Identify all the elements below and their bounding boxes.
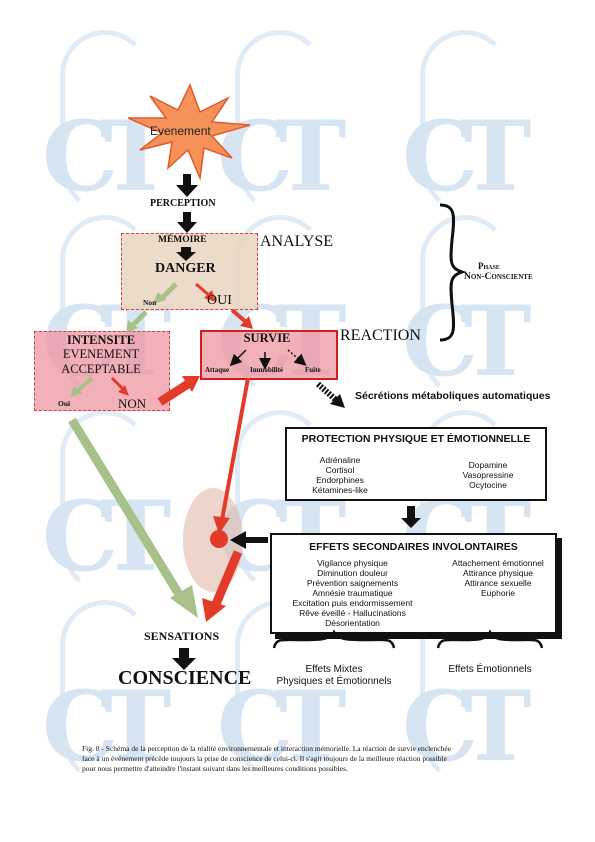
- arrow-non-survie: [157, 380, 191, 406]
- effets-right-list: Attachement émotionnel Attirance physiqu…: [448, 558, 548, 598]
- protection-item: Adrénaline: [319, 455, 361, 465]
- fuite-label: Fuite: [305, 366, 321, 374]
- protection-item: Endorphines: [316, 475, 364, 485]
- immobilite-label: Immobilité: [250, 366, 284, 374]
- effets-mixtes-line: Effets Mixtes: [305, 664, 363, 675]
- conscience-label: CONSCIENCE: [118, 667, 252, 689]
- arrow-sensations-conscience: [172, 648, 196, 670]
- non-big-label: NON: [118, 396, 147, 411]
- phase-label-1: Phase: [478, 261, 500, 271]
- caption-line: face à un événement précède toujours la …: [82, 754, 447, 763]
- phase-label-2: Non-Consciente: [464, 272, 533, 282]
- protection-title: PROTECTION PHYSIQUE ET ÉMOTIONNELLE: [301, 433, 531, 445]
- caption-line: Fig. 8 - Schéma de la perception de la r…: [82, 744, 452, 753]
- phase-brace: [439, 203, 467, 342]
- evenement2-label: EVENEMENT: [62, 347, 140, 361]
- memoire-label: MÉMOIRE: [158, 235, 207, 245]
- protection-right-list: Dopamine Vasopressine Ocytocine: [448, 460, 528, 490]
- memoire-box: [121, 233, 258, 310]
- evenement-label: Evenement: [150, 124, 211, 138]
- effets-item: Euphorie: [480, 588, 516, 598]
- effets-item: Attachement émotionnel: [452, 558, 544, 568]
- sensations-label: SENSATIONS: [144, 629, 220, 643]
- effets-item: Vigilance physique: [317, 558, 388, 568]
- arrow-acceptable-sensations: [68, 417, 184, 599]
- effets-item: Diminution douleur: [317, 568, 388, 578]
- protection-item: Dopamine: [468, 460, 508, 470]
- oui-big-label: OUI: [207, 293, 232, 308]
- danger-label: DANGER: [155, 261, 216, 276]
- brace-emotionnels: [436, 629, 544, 649]
- effets-item: Rêve éveillé - Hallucinations: [299, 608, 406, 618]
- arrow-survie-convergence: [220, 377, 250, 521]
- arrow-survie-secretions: [316, 381, 338, 403]
- reaction-label: REACTION: [340, 327, 421, 344]
- figure-caption: Fig. 8 - Schéma de la perception de la r…: [82, 744, 522, 774]
- effets-box: [270, 533, 557, 634]
- arrow-non-intensite: [130, 310, 148, 328]
- protection-item: Vasopressine: [462, 470, 514, 480]
- effets-item: Prévention saignements: [306, 578, 399, 588]
- arrow-evenement-perception: [176, 174, 198, 197]
- effets-mixtes-line: Physiques et Émotionnels: [276, 676, 392, 687]
- brace-mixtes: [272, 629, 396, 649]
- intensite-box: [34, 331, 170, 411]
- effets-emotionnels-label: Effets Émotionnels: [448, 664, 532, 675]
- effets-mixtes-label: Effets Mixtes Physiques et Émotionnels: [274, 664, 394, 688]
- intensite-label: INTENSITE: [66, 333, 136, 347]
- arrow-oui-survie: [230, 308, 248, 324]
- arrow-intensite-oui: [74, 376, 94, 394]
- effets-item: Amnésie traumatique: [312, 588, 393, 598]
- evenement-starburst: [127, 83, 251, 181]
- arrow-memoire-danger: [176, 247, 196, 261]
- arrow-survie-attaque: [229, 349, 247, 367]
- effets-item: Désorientation: [325, 618, 380, 628]
- arrow-survie-fuite: [287, 349, 307, 366]
- secretions-label: Sécrétions métaboliques automatiques: [355, 390, 551, 402]
- acceptable-label: ACCEPTABLE: [61, 362, 141, 376]
- protection-item: Kétamines-like: [312, 485, 368, 495]
- attaque-label: Attaque: [205, 366, 230, 374]
- caption-line: pour nous permettre d'atteindre l'instan…: [82, 764, 348, 773]
- protection-item: Cortisol: [325, 465, 355, 475]
- non-small-label: Non: [143, 298, 157, 307]
- perception-label: PERCEPTION: [150, 198, 216, 209]
- effets-title: EFFETS SECONDAIRES INVOLONTAIRES: [309, 541, 518, 553]
- effets-item: Attirance physique: [463, 568, 533, 578]
- protection-left-list: Adrénaline Cortisol Endorphines Kétamine…: [300, 455, 380, 495]
- protection-item: Ocytocine: [469, 480, 507, 490]
- survie-label: SURVIE: [243, 331, 291, 345]
- arrow-danger-oui: [195, 282, 211, 298]
- effets-item: Attirance sexuelle: [464, 578, 532, 588]
- analyse-label: ANALYSE: [260, 233, 334, 250]
- effets-item: Excitation puis endormissement: [292, 598, 413, 608]
- arrow-protection-effets: [401, 506, 421, 528]
- effets-left-list: Vigilance physique Diminution douleur Pr…: [290, 558, 415, 628]
- arrow-perception-memoire: [177, 212, 197, 233]
- arrow-convergence-sensations: [211, 550, 243, 606]
- convergence-point: [210, 530, 228, 548]
- survie-box: [200, 330, 338, 380]
- protection-box: [285, 427, 547, 501]
- oui-small-label: Oui: [58, 399, 71, 408]
